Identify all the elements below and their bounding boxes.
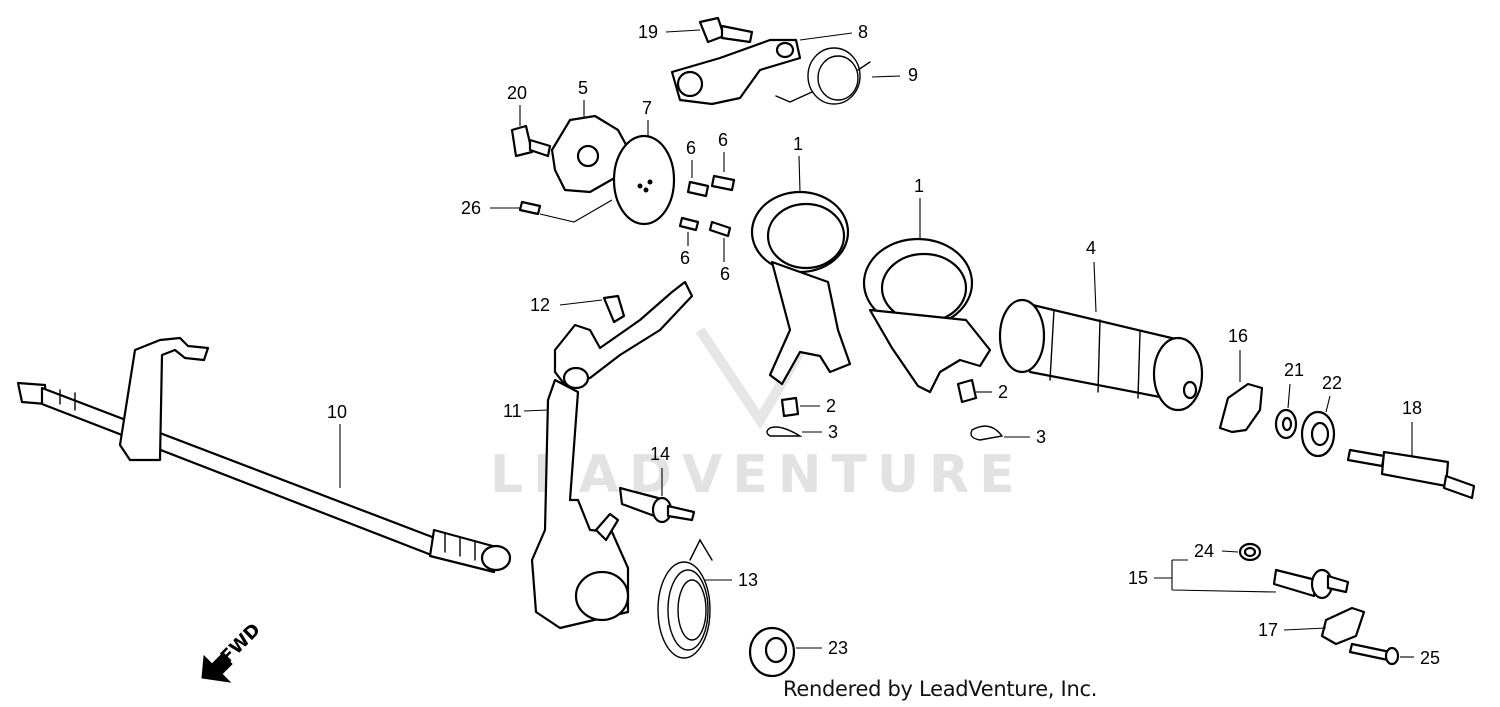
part-25-bolt [1348,642,1400,666]
callout-23: 23 [828,638,848,658]
callout-4: 4 [1086,238,1096,258]
callout-22: 22 [1322,373,1342,393]
callout-3b: 3 [1036,427,1046,447]
part-22-bearing [1300,410,1336,458]
callout-3a: 3 [828,422,838,442]
part-6-pins [678,174,736,238]
part-21-washer [1274,408,1298,440]
part-4-shift-drum [998,298,1204,412]
callouts: 19 8 9 20 5 7 6 6 1 1 26 6 6 4 12 16 [327,22,1440,668]
watermark-text: LEADVENTURE [490,445,1025,505]
callout-12: 12 [530,295,550,315]
part-9-spring [775,47,871,105]
callout-6a: 6 [686,138,696,158]
callout-20: 20 [507,83,527,103]
callout-7: 7 [642,98,652,118]
fwd-indicator: FWD [201,619,265,683]
part-20-bolt [510,124,552,158]
part-10-shift-spindle [16,336,512,574]
callout-9: 9 [908,65,918,85]
callout-10: 10 [327,402,347,422]
part-1-shift-fork-a [750,190,852,386]
callout-14: 14 [650,444,670,464]
part-2-guide-pins [780,378,978,418]
part-11-gearshift-arm [530,280,694,630]
callout-13: 13 [738,570,758,590]
callout-21: 21 [1284,360,1304,380]
fwd-label: FWD [217,619,265,667]
part-13-spring [657,538,713,659]
callout-25: 25 [1420,648,1440,668]
fwd-arrow-icon [201,653,233,683]
callout-15: 15 [1128,568,1148,588]
callout-11: 11 [503,401,522,421]
callout-8: 8 [858,22,868,42]
callout-16: 16 [1228,326,1248,346]
callout-17: 17 [1258,620,1278,640]
callout-6b: 6 [718,130,728,150]
callout-24: 24 [1194,541,1214,561]
part-19-bolt [698,16,754,44]
callout-6d: 6 [720,264,730,284]
part-26-dowel-pin [518,200,542,216]
part-15-bolt-assembly [1272,568,1350,600]
callout-6c: 6 [680,248,690,268]
part-14-bolt [618,486,696,524]
callout-1a: 1 [793,134,803,154]
callout-2a: 2 [826,396,836,416]
part-24-o-ring [1238,542,1262,562]
callout-18: 18 [1402,398,1422,418]
part-17-plate [1320,606,1366,646]
part-8-stopper-arm [670,38,802,106]
part-23-nut [748,626,796,678]
part-16-plate [1218,382,1264,434]
part-18-shaft [1346,448,1476,500]
callout-19: 19 [638,22,658,42]
part-12-clip [602,294,626,324]
part-7-plate [612,134,676,226]
callout-26: 26 [461,198,481,218]
part-3-cotter-pins [766,425,1004,441]
part-1-shift-fork-b [862,237,992,394]
credit-text: Rendered by LeadVenture, Inc. [783,677,1098,701]
callout-5: 5 [578,78,588,98]
callout-2b: 2 [998,382,1008,402]
callout-1b: 1 [914,176,924,196]
